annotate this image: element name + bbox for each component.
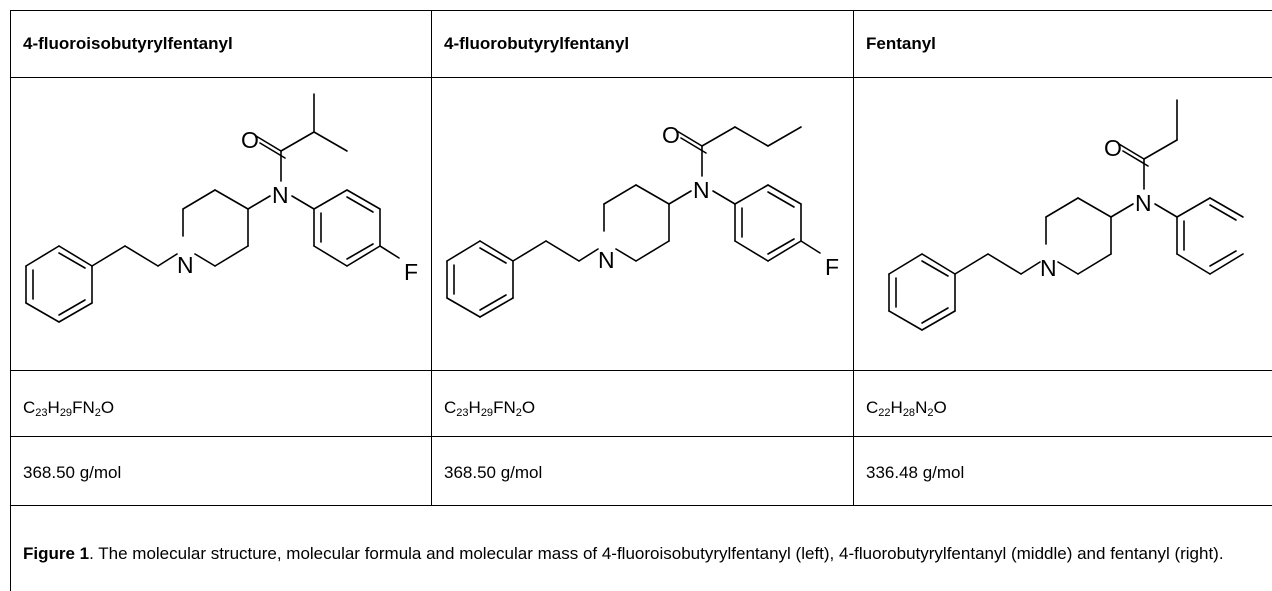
column-header: 4-fluorobutyrylfentanyl <box>444 34 630 53</box>
table-column-divider <box>853 10 854 505</box>
molecule-structure-4-fluorobutyrylfentanyl: N N O F <box>446 122 839 318</box>
svg-text:F: F <box>404 259 418 285</box>
svg-text:N: N <box>1040 255 1057 281</box>
molecular-mass: 368.50 g/mol <box>444 463 543 482</box>
table-row-divider <box>10 505 1272 506</box>
molecular-formula: C23H29FN2O <box>23 398 115 419</box>
molecule-structure-fentanyl: N N O <box>888 99 1244 331</box>
figure-caption: Figure 1. The molecular structure, molec… <box>23 540 1253 567</box>
svg-text:O: O <box>1104 135 1122 161</box>
svg-text:O: O <box>662 122 680 148</box>
svg-text:N: N <box>1135 190 1152 216</box>
molecular-formula: C23H29FN2O <box>444 398 536 419</box>
svg-text:O: O <box>241 127 259 153</box>
table-border-left <box>10 10 11 591</box>
molecule-structure-4-fluoroisobutyrylfentanyl: N N O F <box>25 93 418 323</box>
figure-label: Figure 1 <box>23 544 90 563</box>
table-row-divider <box>10 370 1272 371</box>
svg-text:N: N <box>177 252 194 278</box>
svg-text:F: F <box>825 254 839 280</box>
svg-text:N: N <box>598 247 615 273</box>
table-border-top <box>10 10 1272 11</box>
column-header: 4-fluoroisobutyrylfentanyl <box>23 34 233 53</box>
svg-text:N: N <box>272 182 289 208</box>
table-column-divider <box>431 10 432 505</box>
molecular-formula: C22H28N2O <box>866 398 947 419</box>
svg-text:N: N <box>693 177 710 203</box>
caption-text: . The molecular structure, molecular for… <box>89 544 1224 563</box>
molecular-mass: 368.50 g/mol <box>23 463 122 482</box>
molecular-mass: 336.48 g/mol <box>866 463 965 482</box>
table-row-divider <box>10 77 1272 78</box>
column-header: Fentanyl <box>866 34 936 53</box>
table-row-divider <box>10 436 1272 437</box>
